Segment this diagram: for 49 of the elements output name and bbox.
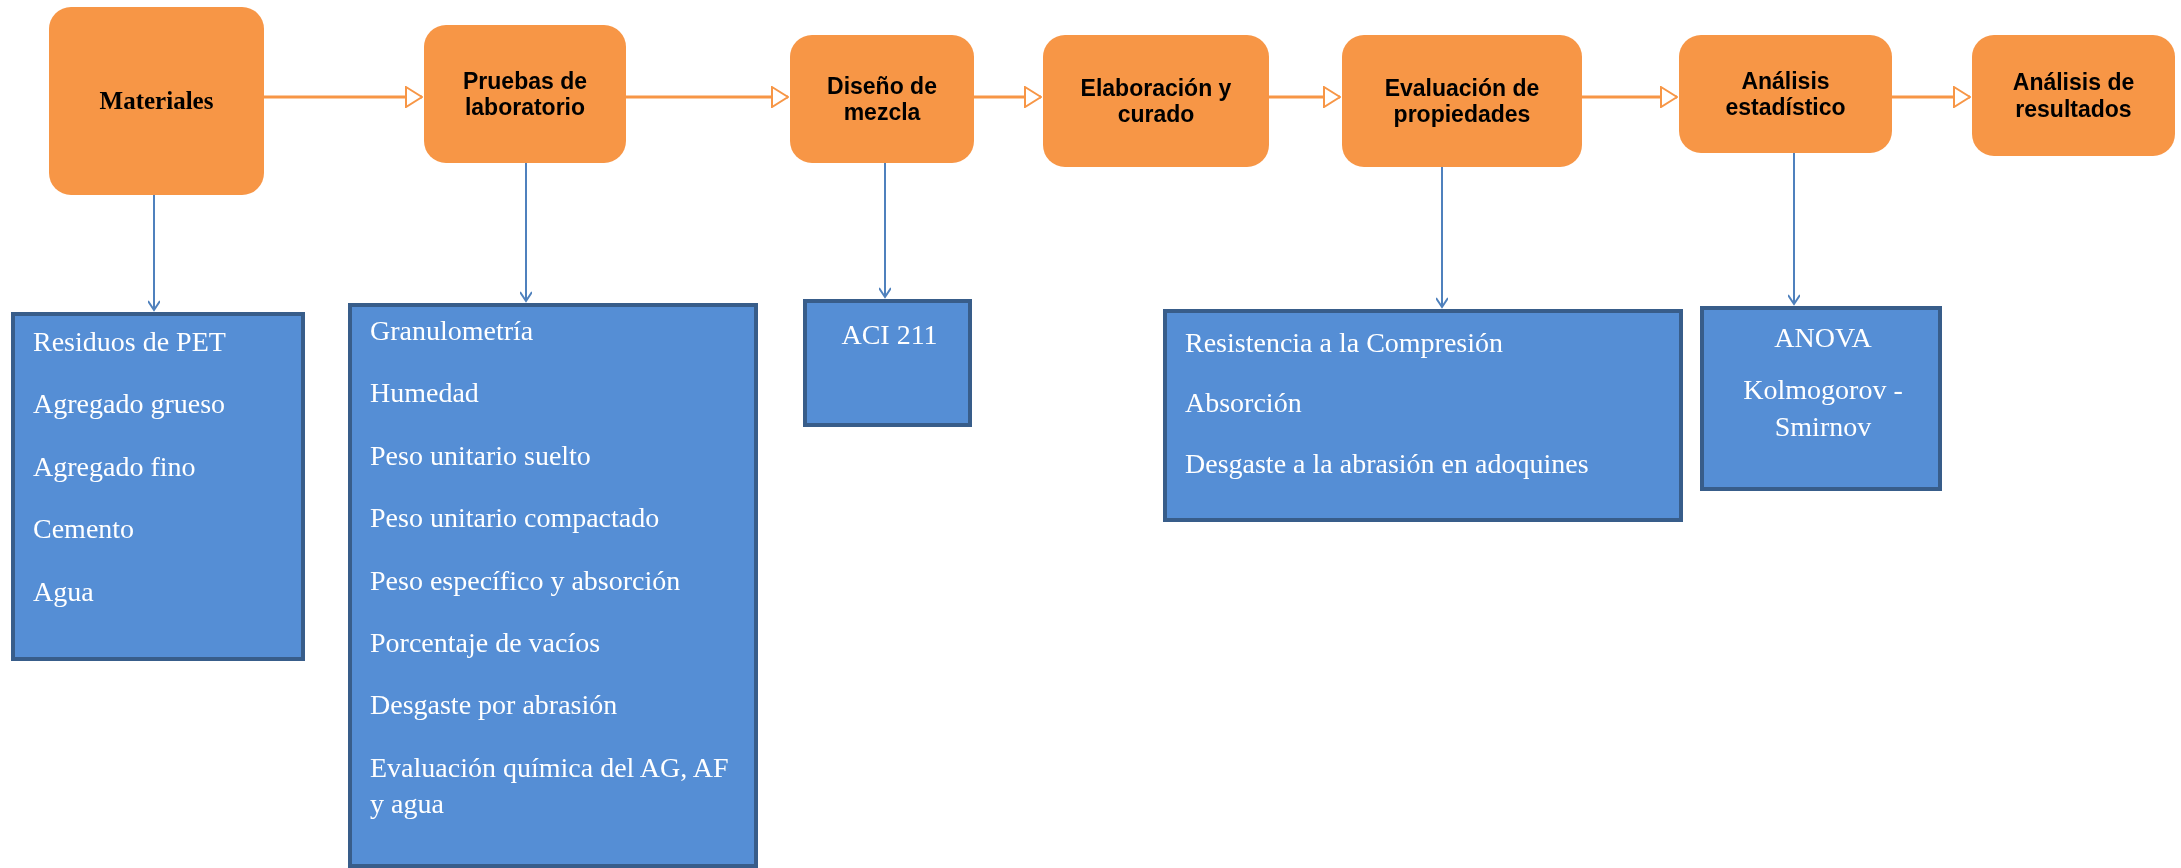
arrow	[878, 162, 892, 298]
process-box	[1679, 35, 1892, 153]
process-box	[1043, 35, 1269, 167]
arrow	[626, 86, 789, 108]
step-label: Pruebas de laboratorio	[462, 67, 588, 121]
process-box	[424, 25, 626, 163]
arrow	[264, 86, 423, 108]
arrow	[1582, 86, 1678, 108]
process-box	[790, 35, 974, 163]
list-item: Desgaste por abrasión	[370, 688, 618, 723]
list-box	[1163, 309, 1683, 522]
step-label: Evaluación de propiedades	[1383, 74, 1541, 128]
process-box	[49, 7, 264, 195]
arrow	[147, 194, 161, 311]
list-box	[803, 299, 972, 427]
list-item: Humedad	[370, 376, 479, 411]
arrow	[519, 162, 533, 302]
list-item: Desgaste a la abrasión en adoquines	[1185, 446, 1589, 481]
arrow	[1435, 166, 1449, 308]
list-item: Absorción	[1185, 386, 1302, 421]
step-label: Análisis estadístico	[1724, 67, 1847, 121]
arrow	[1787, 152, 1801, 305]
list-item: ACI 211	[841, 318, 938, 352]
arrow	[1269, 86, 1341, 108]
list-box	[1700, 306, 1942, 491]
list-item: Kolmogorov - Smirnov	[1742, 373, 1904, 444]
list-box	[11, 312, 305, 661]
list-item: Granulometría	[370, 314, 534, 348]
list-item: Agua	[33, 574, 94, 609]
list-item: Agregado fino	[33, 449, 196, 484]
list-item: Cemento	[33, 512, 135, 547]
list-box	[348, 303, 758, 868]
process-box	[1972, 35, 2175, 156]
list-item: ANOVA	[1774, 321, 1872, 355]
arrow	[974, 86, 1042, 108]
list-item: Residuos de PET	[33, 325, 226, 359]
step-label: Diseño de mezcla	[826, 72, 938, 126]
list-item: Peso unitario suelto	[370, 438, 591, 473]
step-label: Materiales	[99, 86, 214, 116]
arrow	[1892, 86, 1971, 108]
list-item: Agregado grueso	[33, 387, 226, 422]
list-item: Peso específico y absorción	[370, 563, 681, 598]
step-label: Elaboración y curado	[1079, 74, 1233, 128]
step-label: Análisis de resultados	[2011, 69, 2136, 122]
process-box	[1342, 35, 1582, 167]
list-item: Porcentaje de vacíos	[370, 625, 601, 660]
list-item: Peso unitario compactado	[370, 501, 660, 536]
list-item: Evaluación química del AG, AF y agua	[370, 750, 730, 822]
list-item: Resistencia a la Compresión	[1185, 326, 1504, 360]
